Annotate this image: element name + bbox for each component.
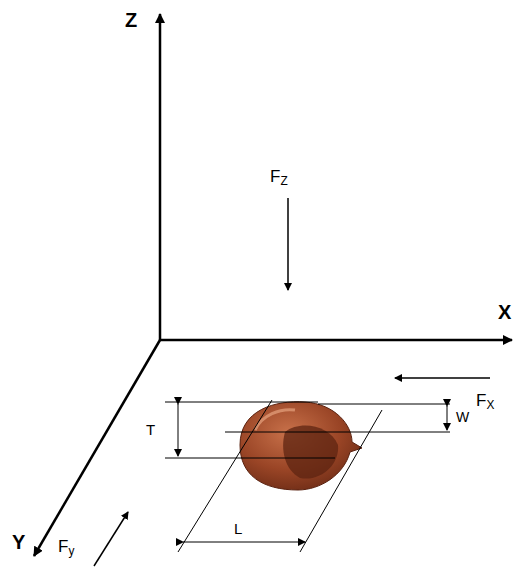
dimension-label: W xyxy=(456,410,469,424)
x-axis xyxy=(160,339,512,342)
force-arrow xyxy=(94,512,128,566)
axis-label: X xyxy=(498,302,511,322)
axis-label: Y xyxy=(12,532,25,552)
force-arrow xyxy=(395,377,490,379)
axis-label: Z xyxy=(125,10,137,30)
z-axis xyxy=(159,14,162,340)
dimension-lines xyxy=(165,400,450,552)
force-label: Fy xyxy=(58,538,74,558)
force-label: FX xyxy=(476,392,494,412)
force-arrow xyxy=(287,198,289,290)
dimension-label: T xyxy=(146,422,155,437)
force-label: FZ xyxy=(270,168,288,188)
y-axis xyxy=(34,340,160,556)
dimension-label: L xyxy=(234,521,242,536)
